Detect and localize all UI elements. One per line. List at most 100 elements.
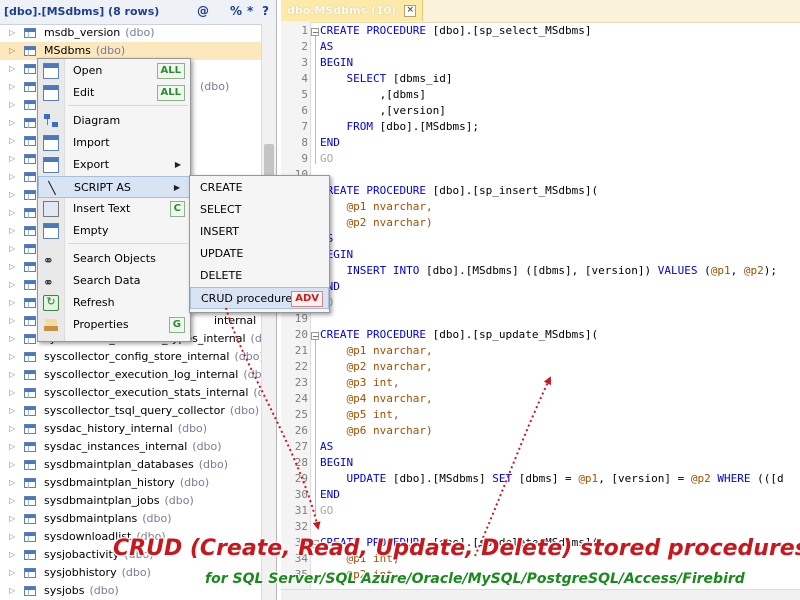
- expand-icon[interactable]: ▷: [9, 262, 16, 271]
- table-row[interactable]: ▷sysdbmaintplans(dbo): [0, 510, 262, 528]
- table-row[interactable]: ▷sysdownloadlist(dbo): [0, 528, 262, 546]
- expand-icon[interactable]: ▷: [9, 244, 16, 253]
- scrollbar-thumb[interactable]: [264, 144, 274, 192]
- submenu-item-update[interactable]: UPDATE: [190, 243, 329, 265]
- code-token: ,[dbms]: [320, 88, 426, 101]
- expand-icon[interactable]: ▷: [9, 532, 16, 541]
- submenu-item-delete[interactable]: DELETE: [190, 265, 329, 287]
- table-row[interactable]: ▷MSdbms(dbo): [0, 42, 262, 60]
- expand-icon[interactable]: ▷: [9, 154, 16, 163]
- menu-item-diagram[interactable]: Diagram: [38, 110, 190, 132]
- table-icon: [24, 388, 36, 398]
- table-row[interactable]: ▷syscollector_execution_log_internal(dbo…: [0, 366, 273, 384]
- expand-icon[interactable]: ▷: [9, 496, 16, 505]
- table-row[interactable]: ▷: [0, 186, 262, 204]
- code-token: [320, 408, 347, 421]
- table-row[interactable]: ▷: [0, 150, 262, 168]
- code-token: [320, 72, 347, 85]
- asterisk-button[interactable]: *: [247, 4, 254, 18]
- expand-icon[interactable]: ▷: [9, 352, 16, 361]
- table-row[interactable]: ▷: [0, 222, 262, 240]
- expand-icon[interactable]: ▷: [9, 388, 16, 397]
- help-button[interactable]: ?: [262, 4, 269, 18]
- table-row[interactable]: ▷sysdbmaintplan_jobs(dbo): [0, 492, 262, 510]
- submenu-item-create[interactable]: CREATE: [190, 177, 329, 199]
- submenu-item-insert[interactable]: INSERT: [190, 221, 329, 243]
- table-row[interactable]: ▷(dbo): [0, 78, 262, 96]
- menu-item-search-objects[interactable]: ⚭Search Objects: [38, 248, 190, 270]
- expand-icon[interactable]: ▷: [9, 82, 16, 91]
- fold-toggle-icon[interactable]: −: [311, 332, 319, 341]
- menu-item-import[interactable]: Import: [38, 132, 190, 154]
- expand-icon[interactable]: ▷: [9, 172, 16, 181]
- table-row[interactable]: ▷sysdbmaintplan_databases(dbo): [0, 456, 262, 474]
- table-row[interactable]: ▷: [0, 114, 262, 132]
- expand-icon[interactable]: ▷: [9, 226, 16, 235]
- at-button[interactable]: @: [197, 4, 209, 18]
- table-row[interactable]: ▷syscollector_execution_stats_internal(d…: [0, 384, 276, 402]
- table-row[interactable]: ▷: [0, 96, 262, 114]
- shortcut-badge: ALL: [156, 63, 185, 79]
- editor-tab[interactable]: dbo.MSdbms (10)×: [281, 0, 424, 21]
- expand-icon[interactable]: ▷: [9, 118, 16, 127]
- close-icon[interactable]: ×: [404, 5, 417, 17]
- table-row[interactable]: ▷sysjobs(dbo): [0, 582, 262, 600]
- table-row[interactable]: ▷: [0, 276, 262, 294]
- table-row[interactable]: ▷: [0, 132, 262, 150]
- table-icon: [24, 64, 36, 74]
- expand-icon[interactable]: ▷: [9, 514, 16, 523]
- expand-icon[interactable]: ▷: [9, 46, 16, 55]
- table-row[interactable]: ▷: [0, 204, 262, 222]
- table-row[interactable]: ▷: [0, 60, 262, 78]
- expand-icon[interactable]: ▷: [9, 406, 16, 415]
- percent-button[interactable]: %: [230, 4, 243, 18]
- expand-icon[interactable]: ▷: [9, 586, 16, 595]
- expand-icon[interactable]: ▷: [9, 334, 16, 343]
- menu-item-export[interactable]: Export▶: [38, 154, 190, 176]
- expand-icon[interactable]: ▷: [9, 208, 16, 217]
- expand-icon[interactable]: ▷: [9, 136, 16, 145]
- expand-icon[interactable]: ▷: [9, 64, 16, 73]
- table-row[interactable]: ▷msdb_version(dbo): [0, 24, 262, 42]
- expand-icon[interactable]: ▷: [9, 100, 16, 109]
- table-row[interactable]: ▷sysdac_instances_internal(dbo): [0, 438, 262, 456]
- expand-icon[interactable]: ▷: [9, 568, 16, 577]
- table-row[interactable]: ▷syscollector_config_store_internal(dbo): [0, 348, 264, 366]
- menu-item-search-data[interactable]: ⚭Search Data: [38, 270, 190, 292]
- table-row[interactable]: ▷sysjobactivity(dbo): [0, 546, 262, 564]
- table-row[interactable]: ▷: [0, 258, 262, 276]
- table-row[interactable]: ▷sysdac_history_internal(dbo): [0, 420, 262, 438]
- expand-icon[interactable]: ▷: [9, 478, 16, 487]
- table-name-text: syscollector_tsql_query_collector: [44, 404, 225, 417]
- menu-item-refresh[interactable]: ↻Refresh: [38, 292, 190, 314]
- code-area[interactable]: CREATE PROCEDURE [dbo].[sp_select_MSdbms…: [320, 22, 800, 590]
- menu-item-empty[interactable]: Empty: [38, 220, 190, 242]
- expand-icon[interactable]: ▷: [9, 460, 16, 469]
- expand-icon[interactable]: ▷: [9, 442, 16, 451]
- expand-icon[interactable]: ▷: [9, 370, 16, 379]
- code-token: SET: [492, 472, 519, 485]
- expand-icon[interactable]: ▷: [9, 190, 16, 199]
- expand-icon[interactable]: ▷: [9, 298, 16, 307]
- table-row[interactable]: ▷: [0, 294, 262, 312]
- table-row[interactable]: ▷: [0, 168, 262, 186]
- expand-icon[interactable]: ▷: [9, 280, 16, 289]
- fold-toggle-icon[interactable]: −: [311, 540, 319, 549]
- fold-toggle-icon[interactable]: −: [311, 28, 319, 37]
- table-row[interactable]: ▷sysjobhistory(dbo): [0, 564, 262, 582]
- submenu-item-select[interactable]: SELECT: [190, 199, 329, 221]
- table-row[interactable]: ▷: [0, 240, 262, 258]
- menu-item-script-as[interactable]: ╲SCRIPT AS▶: [38, 176, 190, 198]
- table-row[interactable]: ▷sysdbmaintplan_history(dbo): [0, 474, 262, 492]
- table-row[interactable]: ▷syscollector_tsql_query_collector(dbo): [0, 402, 262, 420]
- expand-icon[interactable]: ▷: [9, 550, 16, 559]
- expand-icon[interactable]: ▷: [9, 316, 16, 325]
- horizontal-scrollbar[interactable]: [281, 589, 800, 600]
- expand-icon[interactable]: ▷: [9, 28, 16, 37]
- expand-icon[interactable]: ▷: [9, 424, 16, 433]
